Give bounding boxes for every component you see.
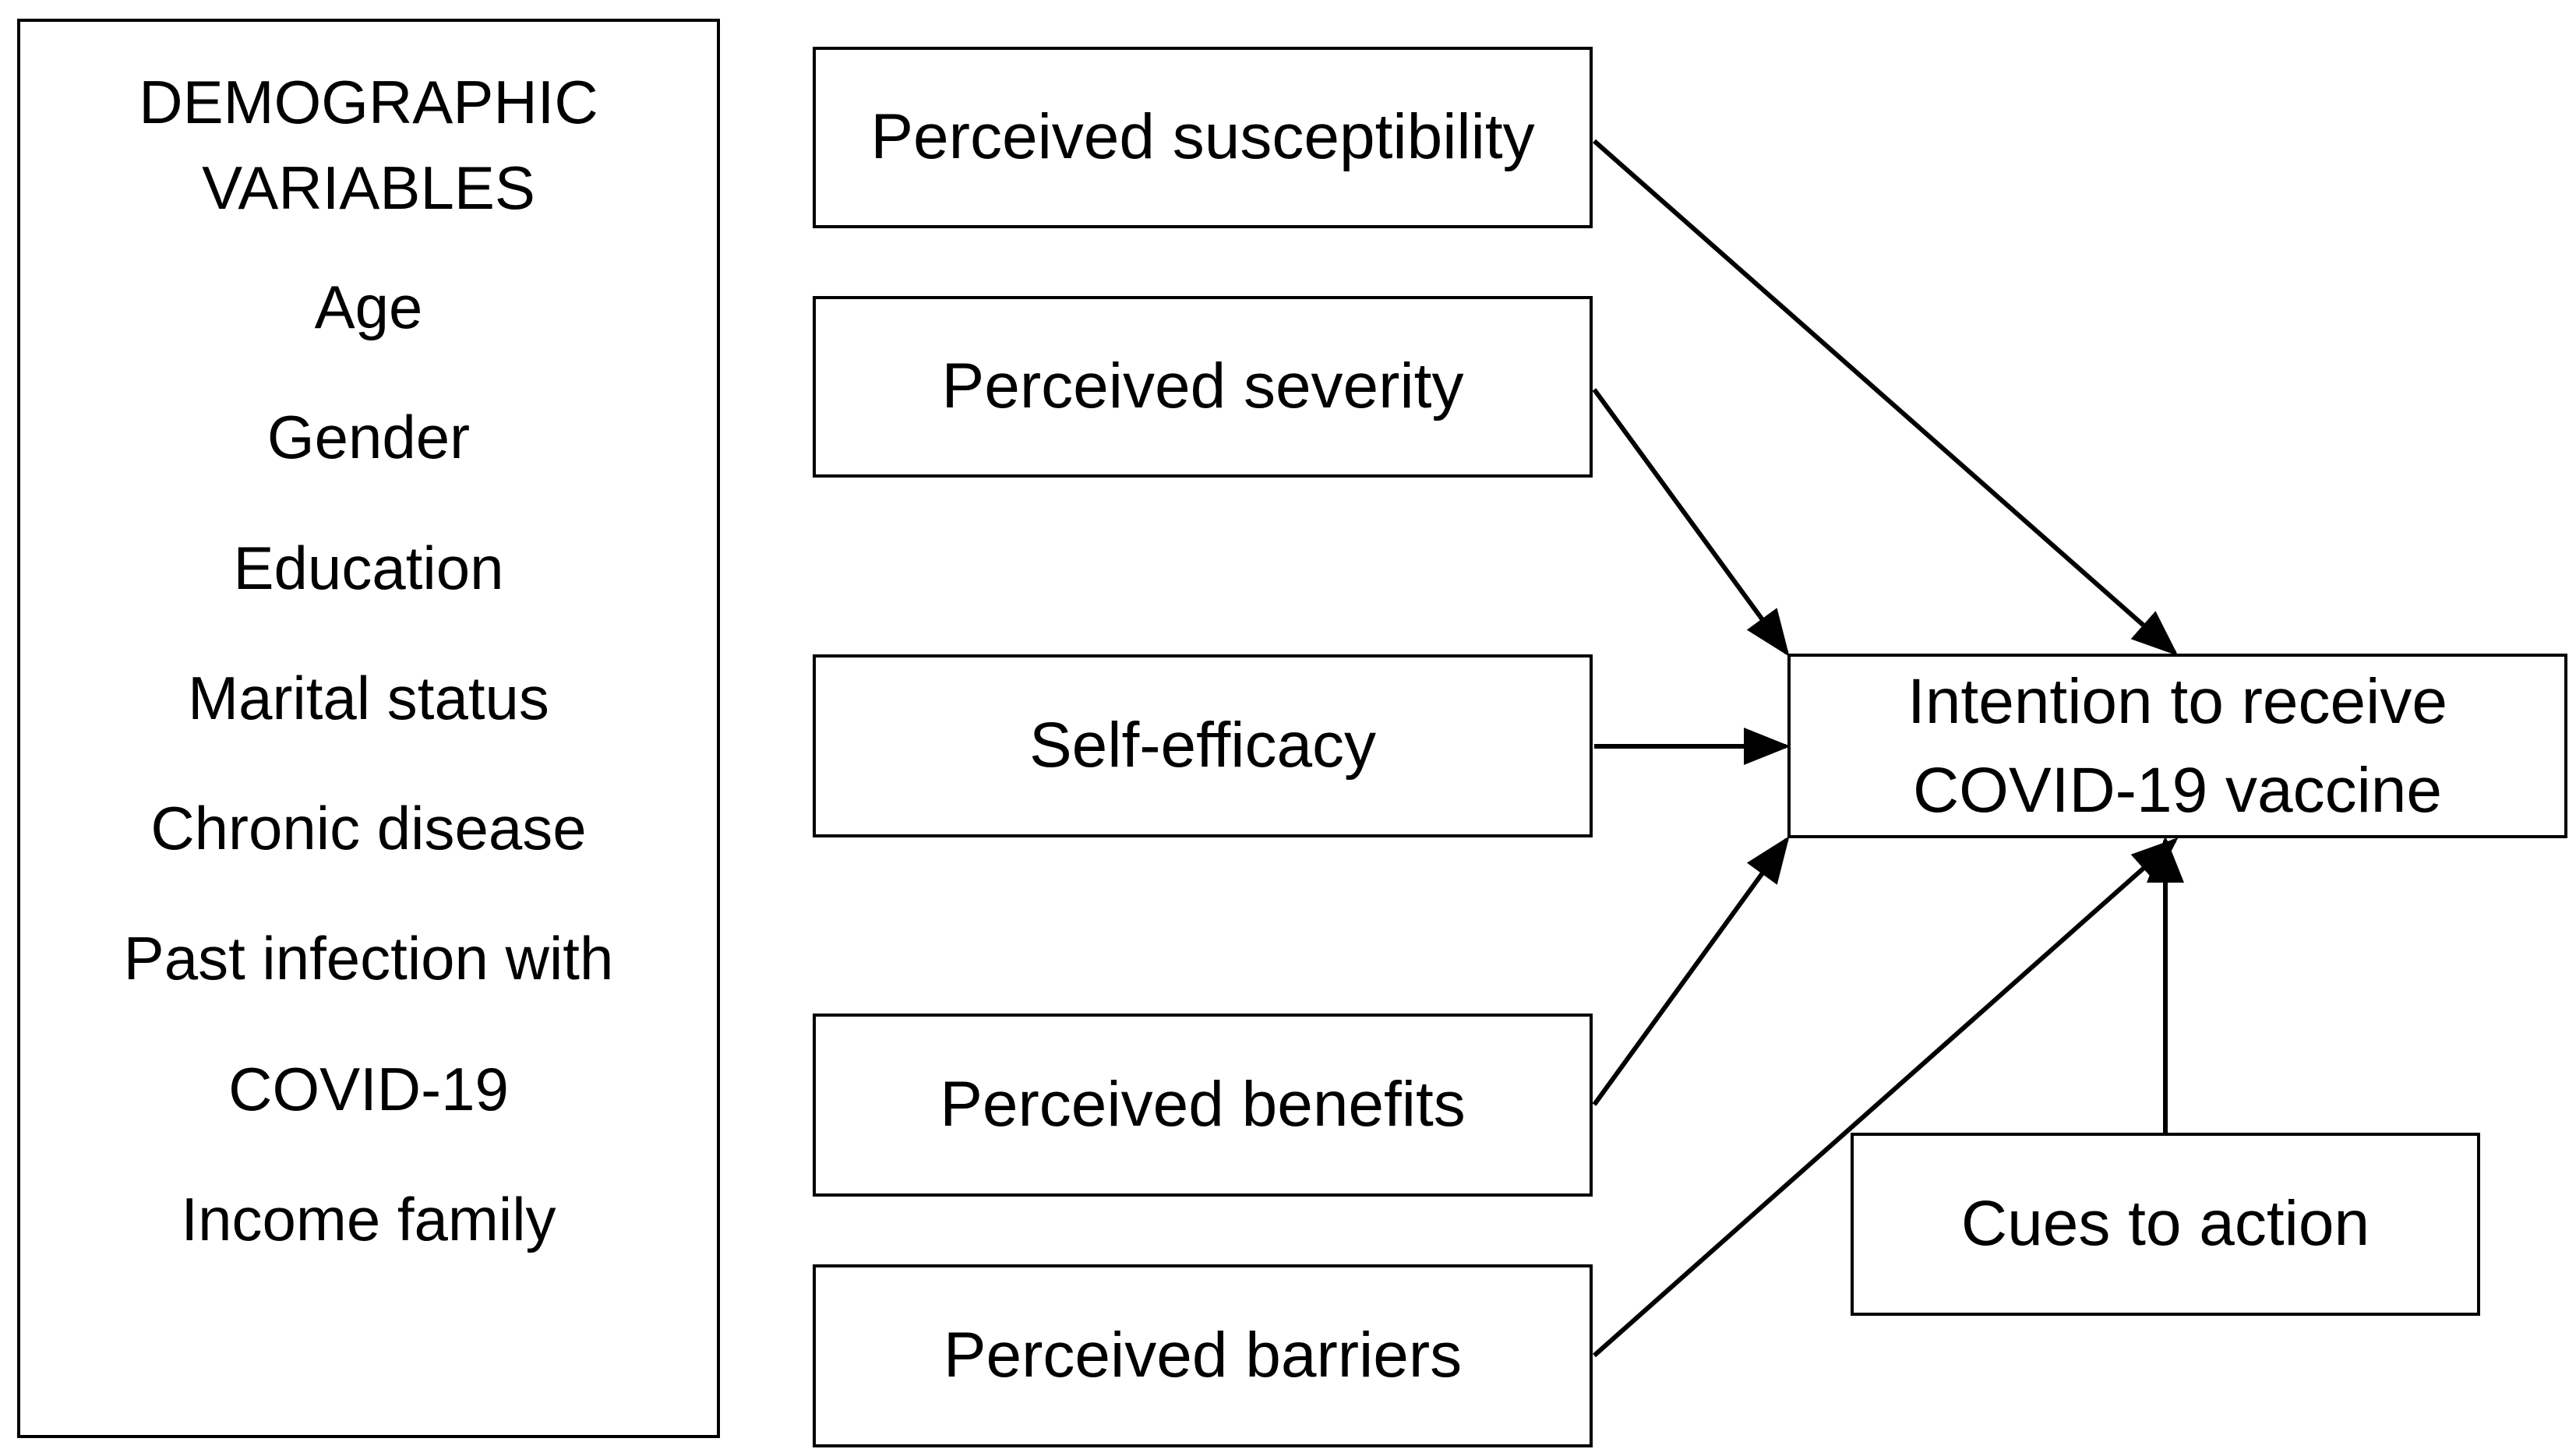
demographic-title-line2: VARIABLES <box>202 153 535 222</box>
cues-to-action-label: Cues to action <box>1960 1188 2370 1260</box>
perceived-barriers-label: Perceived barriers <box>943 1320 1463 1391</box>
arrow-barriers-to-intention <box>1593 837 2179 1358</box>
perceived-benefits-box: Perceived benefits <box>813 1014 1593 1197</box>
demographic-item-chronic-disease: Chronic disease <box>150 794 587 862</box>
self-efficacy-label: Self-efficacy <box>1029 710 1377 781</box>
demographic-item-past-infection: Past infection with <box>123 924 614 992</box>
intention-outcome-label: Intention to receive COVID-19 vaccine <box>1907 657 2447 834</box>
arrow-severity-to-intention <box>1592 388 1790 657</box>
demographic-item-covid19: COVID-19 <box>228 1055 509 1123</box>
self-efficacy-box: Self-efficacy <box>813 654 1593 837</box>
arrow-susceptibility-to-intention <box>1593 139 2179 656</box>
demographic-item-gender: Gender <box>266 403 471 471</box>
perceived-barriers-box: Perceived barriers <box>813 1264 1593 1447</box>
demographic-item-marital-status: Marital status <box>188 664 549 732</box>
demographic-variables-box: DEMOGRAPHIC VARIABLES Age Gender Educati… <box>17 19 720 1438</box>
demographic-item-income-family: Income family <box>181 1185 556 1253</box>
cues-to-action-box: Cues to action <box>1851 1133 2480 1316</box>
arrow-benefits-to-intention <box>1592 836 1790 1106</box>
intention-outcome-box: Intention to receive COVID-19 vaccine <box>1787 654 2567 838</box>
perceived-susceptibility-box: Perceived susceptibility <box>813 47 1593 228</box>
perceived-severity-box: Perceived severity <box>813 296 1593 478</box>
intention-outcome-line2: COVID-19 vaccine <box>1912 754 2442 826</box>
perceived-severity-label: Perceived severity <box>941 351 1464 422</box>
intention-outcome-line1: Intention to receive <box>1907 666 2447 738</box>
demographic-item-age: Age <box>314 273 423 341</box>
perceived-susceptibility-label: Perceived susceptibility <box>870 101 1535 173</box>
demographic-item-education: Education <box>233 534 504 602</box>
perceived-benefits-label: Perceived benefits <box>940 1069 1466 1140</box>
demographic-title-line1: DEMOGRAPHIC <box>139 68 598 136</box>
